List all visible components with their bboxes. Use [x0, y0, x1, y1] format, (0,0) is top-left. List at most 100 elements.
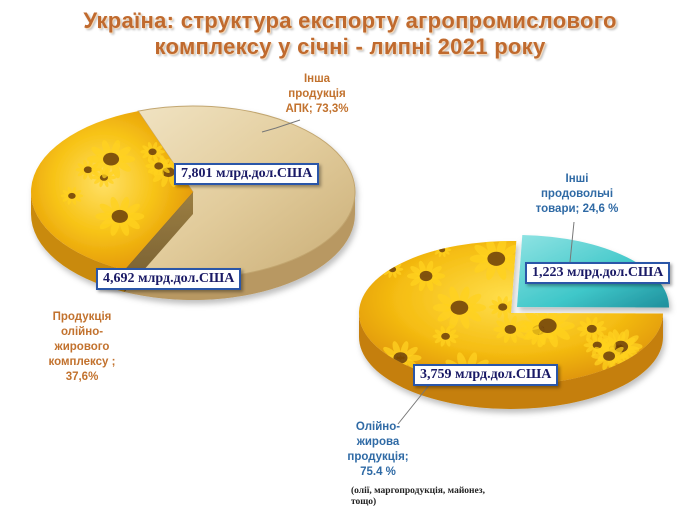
callout-other-apk-line-2: продукція — [288, 88, 346, 100]
slice-divider-wall — [124, 192, 193, 292]
sunflower-center — [388, 266, 397, 273]
sunflower-petal — [383, 263, 391, 270]
sunflower-petal — [62, 189, 71, 196]
sunflower-petal — [142, 145, 151, 152]
sunflower-petal — [513, 320, 525, 330]
callout-oil-products-line-1: Олійно- — [355, 421, 401, 433]
sunflower-center — [538, 318, 557, 333]
sunflower-petal — [154, 145, 163, 152]
callout-oil-complex-line-4: комплексу ; — [48, 356, 116, 368]
sunflower-petal — [73, 189, 82, 196]
sunflower-petal — [105, 171, 114, 178]
sunflower-petal — [463, 307, 482, 322]
sunflower-center — [450, 300, 469, 315]
value-label-other-food: 1,223 млрд.дол.США — [525, 262, 671, 284]
sunflower-petal — [429, 266, 442, 276]
sunflower-petal — [383, 269, 391, 275]
sunflower-petal — [99, 216, 116, 230]
sunflower-petal — [447, 336, 457, 344]
sunflower-texture-left — [60, 139, 193, 265]
sunflower-petal — [496, 320, 508, 330]
sunflower-petal — [429, 275, 442, 286]
slice-side-oil-complex — [31, 192, 125, 292]
callout-oil-products-note-line-1: (олії, маргопродукція, майонез, — [351, 486, 485, 496]
leader-oil-products — [397, 383, 431, 425]
sunflower-center — [111, 209, 128, 223]
title-line-2: комплексу у січні - липні 2021 року — [154, 34, 546, 59]
callout-oil-products-line-3: продукція; — [347, 451, 409, 463]
sunflower-petal — [410, 266, 423, 276]
sunflower-petal — [491, 307, 501, 315]
value-label-other-apk: 7,801 млрд.дол.США — [174, 163, 320, 185]
sunflower-center — [504, 324, 517, 334]
sunflower-petal — [123, 203, 140, 217]
sunflower-petal — [434, 249, 441, 255]
sunflower-petal — [437, 293, 455, 308]
sunflower-center — [441, 332, 450, 340]
sunflower-petal — [154, 151, 163, 159]
callout-other-food-line-2: продовольчі — [540, 188, 614, 200]
value-label-oil-products: 3,759 млрд.дол.США — [413, 364, 559, 386]
sunflower-center — [83, 166, 93, 174]
sunflower-center — [586, 324, 597, 333]
callout-oil-complex-line-1: Продукція — [52, 311, 112, 323]
title-line-1: Україна: структура експорту агропромисло… — [83, 8, 617, 33]
sunflower-petal — [115, 159, 131, 172]
sunflower-petal — [394, 263, 402, 270]
sunflower-petal — [147, 159, 157, 167]
pie-chart-apk — [30, 105, 356, 301]
sunflower-petal — [447, 329, 457, 337]
sunflower-petal — [594, 321, 605, 329]
callout-oil-complex-line-5: 37,6% — [65, 371, 99, 383]
callout-oil-complex: Продукція олійно- жирового комплексу ; 3… — [42, 310, 122, 385]
sunflower-petal — [474, 258, 492, 273]
sunflower-petal — [437, 307, 455, 322]
sunflower-petal — [62, 195, 71, 202]
sunflower-petal — [147, 166, 157, 174]
leader-other-food — [569, 221, 575, 263]
sunflower-petal — [160, 159, 170, 167]
sunflower-petal — [525, 311, 544, 326]
sunflower-petal — [586, 345, 595, 353]
sunflower-petal — [504, 299, 514, 308]
value-label-oil-complex: 4,692 млрд.дол.США — [96, 268, 242, 290]
sunflower-petal — [91, 146, 108, 160]
sunflower-petal — [94, 177, 102, 184]
sunflower-petal — [381, 267, 391, 272]
sunflower-center — [154, 162, 164, 170]
sunflower-petal — [410, 275, 423, 286]
sunflower-petal — [142, 151, 151, 159]
sunflower-petal — [433, 248, 441, 252]
sunflower-petal — [513, 329, 525, 339]
sunflower-petal — [594, 356, 607, 366]
callout-leader-lines — [261, 119, 575, 425]
sunflower-petal — [73, 195, 82, 202]
callout-oil-complex-line-2: олійно- — [60, 326, 104, 338]
callout-other-food-line-3: товари; 24,6 % — [535, 203, 619, 215]
sunflower-petal — [160, 166, 170, 174]
callout-oil-complex-line-3: жирового — [54, 341, 110, 353]
sunflower-center — [487, 251, 506, 266]
sunflower-petal — [463, 293, 482, 308]
sunflower-petal — [434, 329, 444, 337]
callout-other-apk-line-1: Інша — [303, 73, 331, 85]
callout-other-apk-line-3: АПК; 73,3% — [285, 103, 349, 115]
sunflower-petal — [500, 258, 519, 273]
sunflower-center — [498, 303, 508, 311]
sunflower-petal — [99, 203, 116, 217]
sunflower-petal — [94, 171, 102, 178]
callout-other-food: Інші продовольчі товари; 24,6 % — [522, 172, 632, 217]
callout-other-apk: Інша продукція АПК; 73,3% — [272, 72, 362, 117]
sunflower-petal — [500, 244, 519, 259]
sunflower-petal — [552, 311, 570, 326]
sunflower-petal — [403, 346, 418, 358]
sunflower-petal — [624, 335, 639, 347]
sunflower-petal — [474, 244, 492, 259]
sunflower-petal — [438, 242, 443, 250]
sunflower-petal — [612, 346, 624, 357]
sunflower-petal — [77, 163, 86, 170]
callout-oil-products-line-4: 75.4 % — [360, 466, 396, 478]
sunflower-petal — [491, 299, 501, 308]
sunflower-center — [419, 270, 433, 282]
sunflower-petal — [586, 338, 595, 346]
